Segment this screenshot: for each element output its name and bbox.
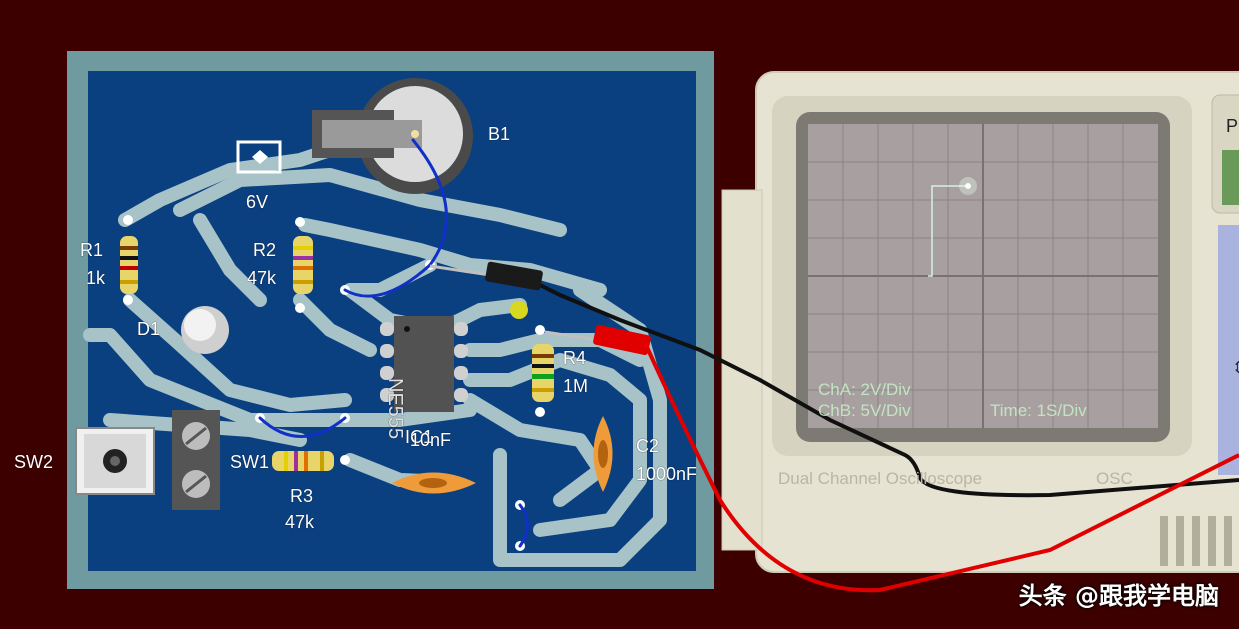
scope-model: OSC [1096,469,1133,488]
scope-probes[interactable] [429,261,1239,593]
label-sw1: SW1 [230,452,270,472]
oscilloscope[interactable]: ⇕ [721,71,1239,573]
scope-control-panel [1218,225,1239,475]
label-ic1-part: NE555 [384,378,406,440]
label-c2: C2 [636,436,660,456]
resistor-r1[interactable] [120,236,138,294]
label-r2-value: 47k [247,268,277,288]
label-r1: R1 [80,240,104,260]
label-c2-value: 1000nF [636,464,698,484]
capacitor-c2[interactable] [593,416,613,492]
switch-sw1[interactable] [172,410,220,510]
resistor-r2[interactable] [293,236,313,294]
resistor-r4[interactable] [532,344,554,402]
label-r3-value: 47k [285,512,315,532]
svg-text:⇕: ⇕ [1232,358,1239,377]
pcb-board[interactable] [67,51,714,589]
capacitor-c1[interactable] [392,472,476,494]
scope-time-scale: Time: 1S/Div [990,401,1087,420]
scope-cha-scale: ChA: 2V/Div [818,380,911,399]
probe-red-tip[interactable] [593,324,652,356]
label-battery-value: 6V [246,192,269,212]
jumper-wires [258,138,529,548]
label-d1: D1 [137,319,161,339]
resistor-r3[interactable] [272,451,334,471]
scope-title: Dual Channel Oscilloscope [778,469,983,488]
probe-black-tip[interactable] [485,261,544,291]
label-r4-value: 1M [563,376,589,396]
label-ic1: IC1 [405,427,434,447]
test-point[interactable] [510,301,528,319]
switch-sw2[interactable] [75,427,155,495]
scope-chb-scale: ChB: 5V/Div [818,401,911,420]
probe-black-wire [539,283,1239,498]
battery-terminal [236,140,282,174]
label-r4: R4 [563,348,587,368]
scope-side-label: P [1226,116,1239,136]
led-d1[interactable] [181,306,229,354]
label-r3: R3 [290,486,314,506]
label-c1-value: 10nF [410,430,452,450]
label-r2: R2 [253,240,277,260]
battery-b1[interactable] [312,78,473,194]
label-r1-value: 1k [86,268,106,288]
label-b1: B1 [488,124,511,144]
watermark: 头条 @跟我学电脑 [1018,582,1219,610]
ic-ne555[interactable] [380,316,468,412]
probe-red-wire [644,344,1239,593]
scope-trace [928,185,968,277]
label-sw2: SW2 [14,452,54,472]
